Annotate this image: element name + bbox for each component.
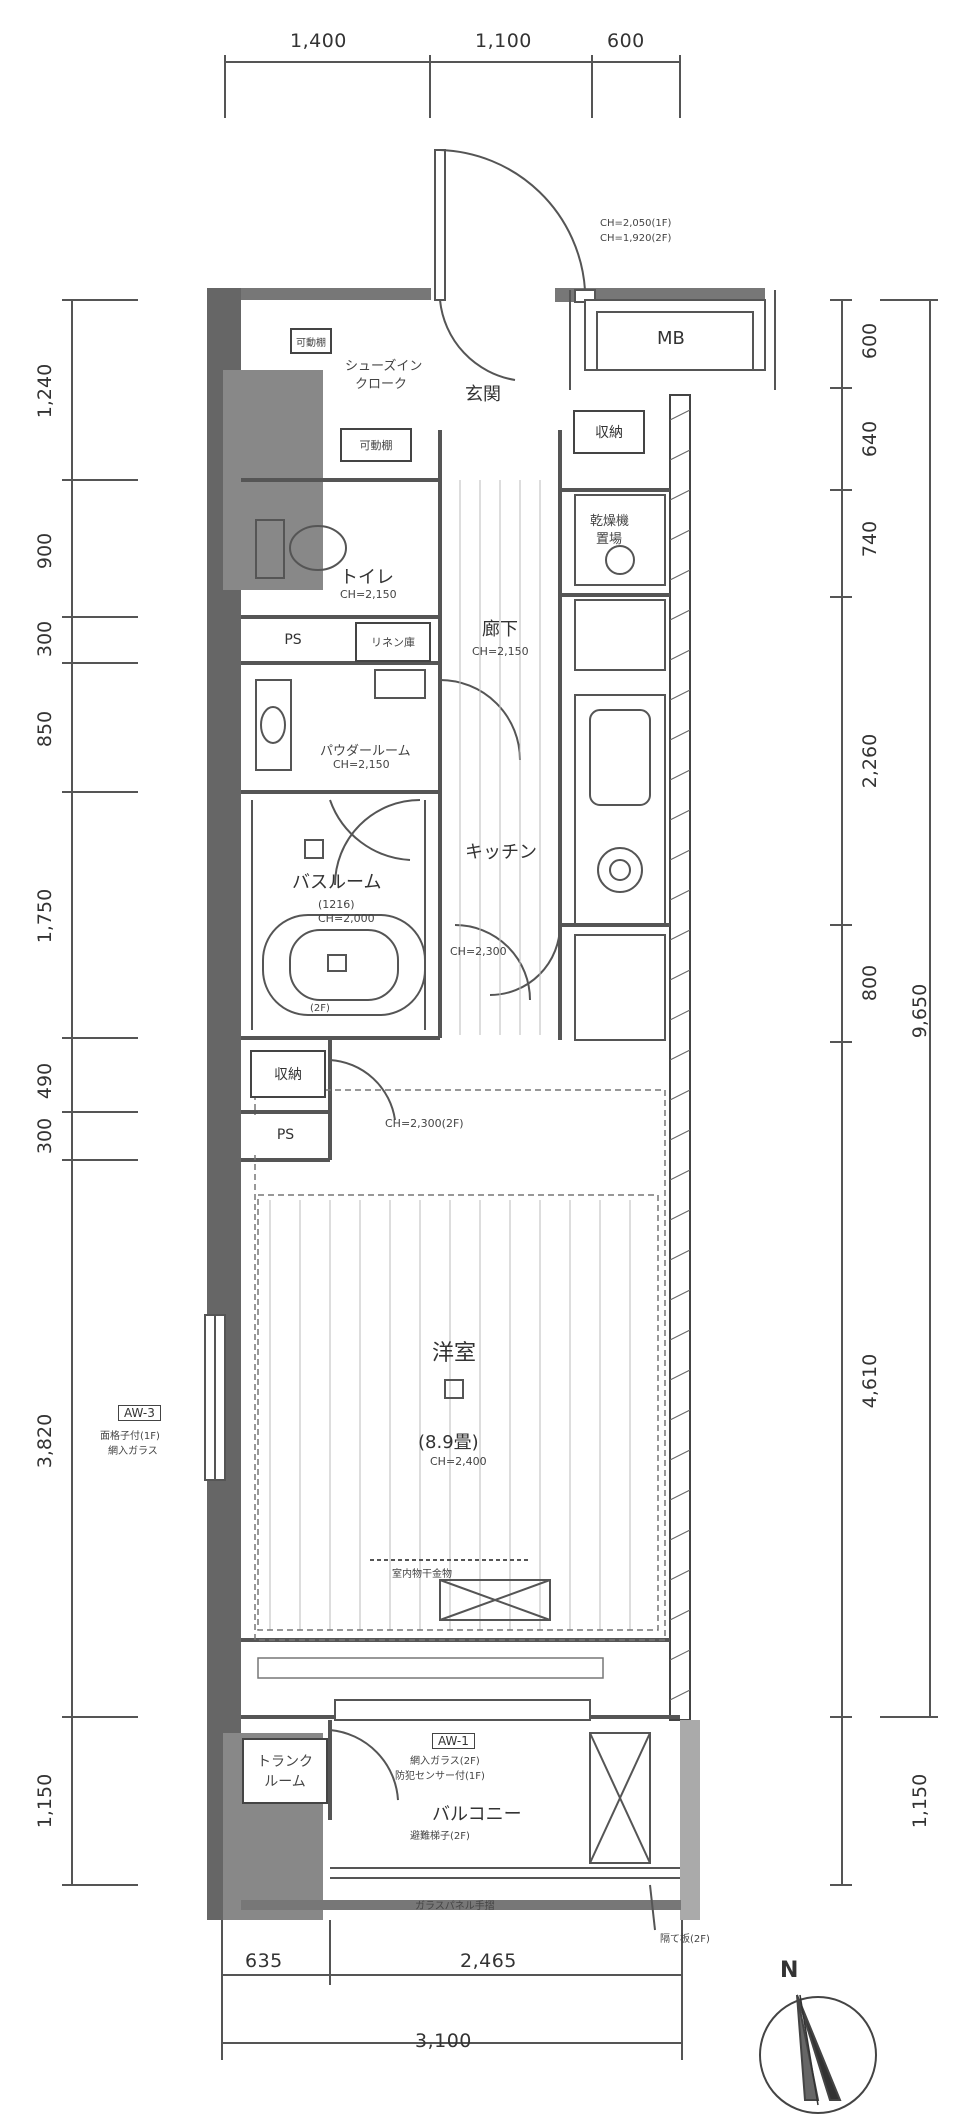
dim-top-3: 600 — [607, 30, 645, 52]
western-size-label: (8.9畳) — [418, 1432, 479, 1453]
vanity-sink — [255, 669, 426, 771]
dim-right-5: 800 — [859, 964, 881, 1002]
clothes-rail — [370, 1559, 551, 1621]
trunk-room-box: トランク ルーム — [242, 1738, 328, 1804]
entrance-door — [434, 149, 596, 303]
bathroom-note: (2F) — [310, 1003, 330, 1014]
storage-mid-label: 収納 — [274, 1067, 302, 1083]
floor-pattern — [269, 480, 631, 1630]
bathroom-label: バスルーム — [292, 872, 382, 893]
ps-label-1: PS — [284, 632, 302, 648]
linen-label: リネン庫 — [371, 636, 415, 649]
ceiling-light — [304, 839, 464, 1399]
left-dimension-line — [62, 299, 138, 1886]
bottom-dimension-line — [221, 1920, 683, 2060]
mb-label: MB — [657, 328, 685, 349]
dim-top-1: 1,400 — [290, 30, 347, 52]
closet-doors — [329, 299, 561, 1801]
powder-ch-label: CH=2,150 — [333, 758, 390, 771]
dim-right-total: 9,650 — [909, 983, 931, 1039]
ceiling-note: CH=2,300(2F) — [385, 1117, 464, 1130]
compass — [759, 1994, 877, 2114]
dim-left-8: 3,820 — [34, 1413, 56, 1469]
toilet-ch-label: CH=2,150 — [340, 588, 397, 601]
shelf-box: 可動棚 — [340, 428, 412, 462]
ceiling-outline — [254, 1089, 666, 1641]
laundry-label-1: 乾燥機 — [590, 514, 630, 529]
kitchen-counter — [574, 694, 666, 1041]
ps-label-2: PS — [276, 1127, 295, 1143]
ps-box-2: PS — [243, 1115, 328, 1155]
right-dimension-line — [830, 299, 938, 1886]
mb-cabinet — [569, 290, 776, 390]
trunk-label-2: ルーム — [264, 1774, 306, 1790]
western-room-label: 洋室 — [432, 1341, 477, 1366]
hallway-ch-label: CH=2,150 — [472, 645, 529, 658]
top-dimension-line — [224, 55, 681, 118]
window-label: AW-3 — [118, 1405, 161, 1421]
shelf-box-top: 可動棚 — [290, 328, 332, 354]
dim-right-6: 4,610 — [859, 1353, 881, 1409]
bathroom-ch-label: CH=2,000 — [318, 912, 375, 925]
aw1-label: AW-1 — [432, 1733, 475, 1749]
window-note-1: 面格子付(1F) — [100, 1431, 160, 1442]
dim-top-2: 1,100 — [475, 30, 532, 52]
bathtub — [251, 799, 426, 1030]
side-window — [204, 1314, 226, 1481]
shelf-top-label: 可動棚 — [296, 337, 326, 349]
shelf-label: 可動棚 — [359, 439, 393, 452]
exterior-walls — [207, 288, 765, 1920]
interior-walls — [241, 430, 680, 1820]
balcony-area — [330, 1699, 680, 1931]
ps-box-1: PS — [243, 622, 343, 658]
dim-right-3: 740 — [859, 520, 881, 558]
balcony-label: バルコニー — [432, 1804, 522, 1825]
dim-left-7: 490 — [34, 1062, 56, 1100]
dim-left-4: 850 — [34, 710, 56, 748]
shoe-closet-label-2: クローク — [355, 377, 408, 392]
dim-right-4: 2,260 — [859, 733, 881, 789]
storage-box-mid: 収納 — [250, 1050, 326, 1098]
aw1-note-2: 防犯センサー付(1F) — [395, 1771, 485, 1782]
hallway-label: 廊下 — [482, 619, 518, 640]
bathroom-size-label: (1216) — [318, 898, 355, 911]
partition-label: 隔て板(2F) — [660, 1934, 710, 1945]
rail-note: 室内物干金物 — [392, 1569, 452, 1580]
toilet-label: トイレ — [340, 567, 394, 588]
western-ch-label: CH=2,400 — [430, 1455, 487, 1468]
aw1-note-1: 網入ガラス(2F) — [410, 1756, 480, 1767]
toilet-fixture — [255, 519, 347, 579]
entrance-label: 玄関 — [465, 384, 501, 405]
trunk-label-1: トランク — [257, 1754, 313, 1770]
dim-left-9: 1,150 — [34, 1773, 56, 1829]
kitchen-ch-label: CH=2,300 — [450, 945, 507, 958]
baseboard-strip — [257, 1657, 604, 1679]
door-note-2f: CH=1,920(2F) — [600, 233, 672, 244]
storage-box-top: 収納 — [573, 410, 645, 454]
dim-left-1: 1,240 — [34, 363, 56, 419]
balcony-note: 避難梯子(2F) — [410, 1831, 470, 1842]
laundry-label-2: 置場 — [596, 532, 623, 547]
compass-north-label: N — [780, 1958, 799, 1983]
wall-hatching — [669, 409, 691, 1701]
door-note-1f: CH=2,050(1F) — [600, 218, 672, 229]
dim-right-7: 1,150 — [909, 1773, 931, 1829]
laundry-area — [574, 494, 666, 671]
kitchen-label: キッチン — [465, 842, 537, 863]
storage-top-label: 収納 — [595, 425, 623, 441]
powder-label: パウダールーム — [320, 744, 411, 759]
dim-left-5: 1,750 — [34, 888, 56, 944]
shoe-closet-label-1: シューズイン — [345, 359, 423, 374]
dim-bottom-total: 3,100 — [415, 2030, 472, 2052]
dim-bottom-2: 2,465 — [460, 1950, 517, 1972]
glass-rail-label: ガラスパネル手摺 — [415, 1901, 495, 1912]
dim-bottom-1: 635 — [245, 1950, 283, 1972]
linen-box: リネン庫 — [355, 622, 431, 662]
window-note-2: 網入ガラス — [108, 1446, 158, 1457]
